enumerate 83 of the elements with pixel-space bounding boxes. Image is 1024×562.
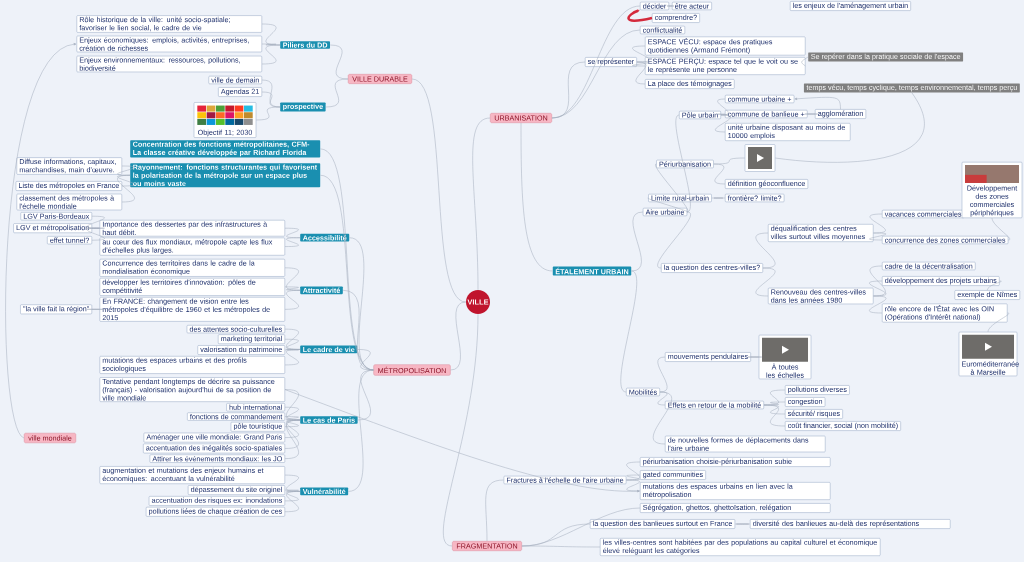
connector <box>635 61 647 85</box>
connector <box>357 369 374 421</box>
connector <box>284 416 301 421</box>
connector <box>472 117 491 291</box>
connector <box>521 545 601 548</box>
connector <box>675 114 691 213</box>
connector <box>801 56 809 67</box>
connector <box>869 280 887 297</box>
connector <box>747 356 762 358</box>
connector <box>713 163 726 185</box>
connector <box>284 419 301 438</box>
connector <box>284 237 301 247</box>
connector <box>411 78 467 303</box>
connector <box>755 232 776 269</box>
connector <box>86 227 105 241</box>
connector <box>485 479 504 542</box>
connector <box>284 290 301 310</box>
connector <box>284 349 301 366</box>
connector <box>284 491 301 512</box>
connector <box>763 404 786 427</box>
connector <box>117 175 135 187</box>
connector <box>653 391 672 445</box>
connector <box>255 106 281 121</box>
connector <box>626 479 641 492</box>
connector <box>869 265 886 297</box>
connector <box>5 43 77 439</box>
connector <box>117 175 135 203</box>
connector <box>774 92 925 163</box>
connector <box>284 286 301 291</box>
connector <box>755 267 776 297</box>
connector <box>284 419 301 459</box>
connector <box>284 389 301 421</box>
connector <box>86 215 105 229</box>
connector <box>450 301 467 371</box>
connector <box>655 163 689 213</box>
connector <box>551 5 641 119</box>
connector <box>627 9 653 22</box>
connector <box>261 44 281 65</box>
connector <box>804 113 818 115</box>
connector <box>284 419 301 427</box>
connector <box>717 113 729 116</box>
image-card <box>744 144 776 172</box>
connector <box>647 197 688 213</box>
connector <box>284 349 301 351</box>
connector <box>348 369 374 492</box>
connector <box>987 312 1009 333</box>
connector <box>284 267 301 291</box>
connector <box>869 232 887 241</box>
connector <box>443 313 479 547</box>
connector <box>794 97 841 110</box>
connector <box>284 389 640 493</box>
connector <box>632 61 650 67</box>
connector <box>657 391 668 406</box>
connector <box>632 45 650 63</box>
connector <box>284 328 301 350</box>
connector <box>657 211 691 269</box>
connector <box>620 270 637 393</box>
connector <box>284 406 301 421</box>
connector <box>86 309 105 310</box>
connector <box>869 213 886 234</box>
connector <box>626 474 641 481</box>
connector <box>117 165 135 176</box>
connector <box>357 349 374 371</box>
connector <box>711 197 726 199</box>
connector <box>520 122 553 272</box>
connector <box>284 489 301 492</box>
connector <box>626 461 641 481</box>
connector <box>284 338 301 350</box>
connector <box>86 227 105 229</box>
connector <box>734 523 751 525</box>
connector <box>284 227 301 238</box>
connector <box>717 98 729 116</box>
connector <box>631 211 644 272</box>
connector <box>325 78 349 108</box>
connector <box>284 419 301 449</box>
connector <box>284 474 301 492</box>
connector <box>715 114 731 133</box>
connector <box>869 295 887 314</box>
connector <box>991 217 1011 241</box>
connector <box>284 491 301 502</box>
connector <box>666 5 675 7</box>
connector <box>987 280 1002 291</box>
connector <box>657 356 668 393</box>
